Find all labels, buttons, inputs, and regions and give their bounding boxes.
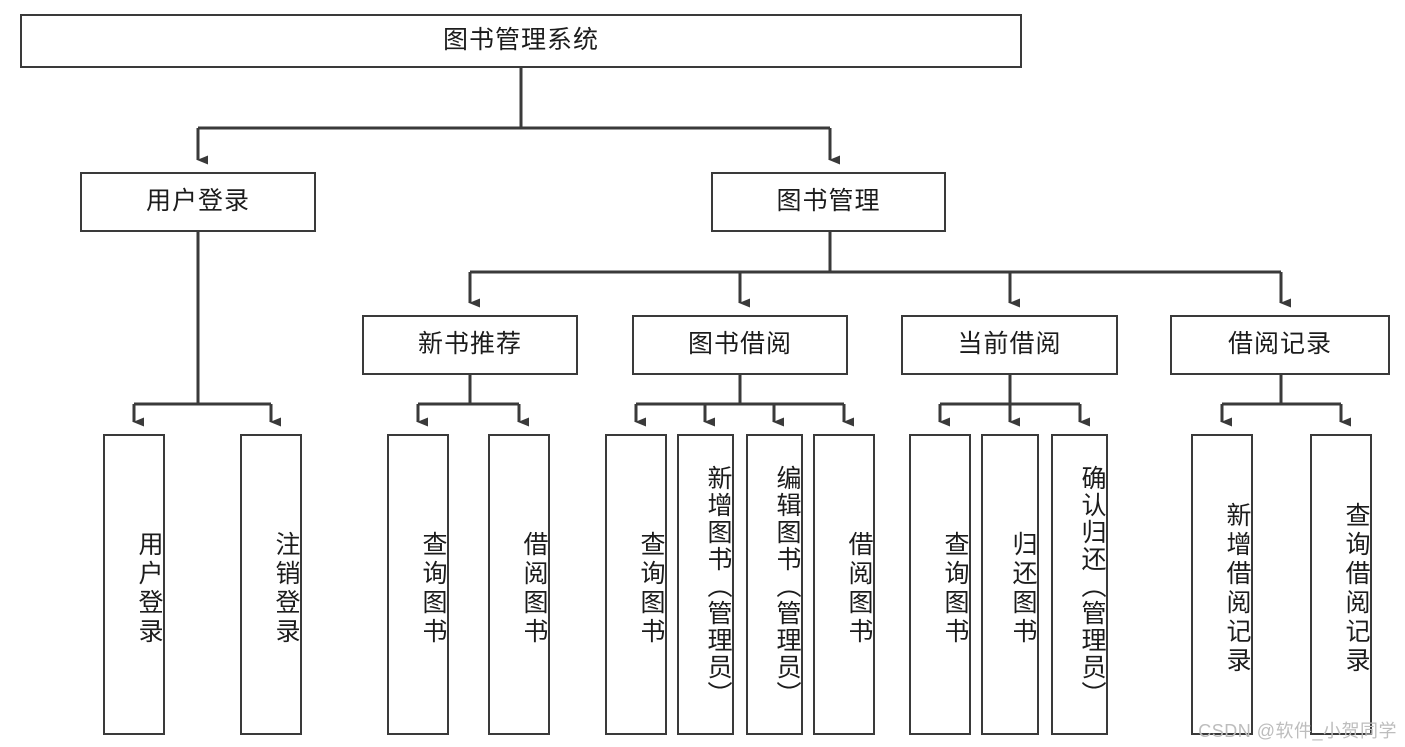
leaf-add-book-admin[interactable]: 新增图书（管理员） bbox=[677, 434, 734, 735]
node-label: 用户登录 bbox=[145, 187, 250, 216]
leaf-borrow-book-borrow[interactable]: 借阅图书 bbox=[813, 434, 875, 735]
node-current-borrow[interactable]: 当前借阅 bbox=[901, 315, 1118, 375]
node-label: 归还图书 bbox=[1009, 530, 1037, 647]
node-label: 借阅图书 bbox=[845, 530, 873, 647]
leaf-borrow-book-recommend[interactable]: 借阅图书 bbox=[488, 434, 550, 735]
node-user-login[interactable]: 用户登录 bbox=[80, 172, 316, 232]
node-book-manage[interactable]: 图书管理 bbox=[711, 172, 946, 232]
leaf-logout-login[interactable]: 注销登录 bbox=[240, 434, 302, 735]
node-label: 新增借阅记录 bbox=[1223, 501, 1251, 676]
node-new-book-recommend[interactable]: 新书推荐 bbox=[362, 315, 578, 375]
node-label: 查询图书 bbox=[419, 530, 447, 647]
node-label: 借阅记录 bbox=[1227, 330, 1332, 359]
leaf-user-login[interactable]: 用户登录 bbox=[103, 434, 165, 735]
leaf-query-book-current[interactable]: 查询图书 bbox=[909, 434, 971, 735]
leaf-query-book-borrow[interactable]: 查询图书 bbox=[605, 434, 667, 735]
leaf-confirm-return-admin[interactable]: 确认归还（管理员） bbox=[1051, 434, 1108, 735]
node-label: 图书管理系统 bbox=[442, 26, 599, 55]
leaf-edit-book-admin[interactable]: 编辑图书（管理员） bbox=[746, 434, 803, 735]
leaf-query-borrow-record[interactable]: 查询借阅记录 bbox=[1310, 434, 1372, 735]
node-label: 当前借阅 bbox=[957, 330, 1062, 359]
node-label: 注销登录 bbox=[272, 530, 300, 647]
csdn-watermark: CSDN @软件_小贺同学 bbox=[1198, 721, 1397, 741]
node-label: 确认归还（管理员） bbox=[1078, 465, 1106, 708]
node-label: 新书推荐 bbox=[417, 330, 522, 359]
node-label: 查询图书 bbox=[637, 530, 665, 647]
node-label: 编辑图书（管理员） bbox=[773, 465, 801, 708]
node-label: 查询借阅记录 bbox=[1342, 501, 1370, 676]
node-label: 查询图书 bbox=[941, 530, 969, 647]
node-label: 用户登录 bbox=[135, 530, 163, 647]
leaf-add-borrow-record[interactable]: 新增借阅记录 bbox=[1191, 434, 1253, 735]
node-borrow-record[interactable]: 借阅记录 bbox=[1170, 315, 1390, 375]
node-label: 借阅图书 bbox=[520, 530, 548, 647]
node-root-system[interactable]: 图书管理系统 bbox=[20, 14, 1022, 68]
node-label: 图书管理 bbox=[776, 187, 881, 216]
leaf-return-book[interactable]: 归还图书 bbox=[981, 434, 1039, 735]
leaf-query-book-recommend[interactable]: 查询图书 bbox=[387, 434, 449, 735]
node-label: 图书借阅 bbox=[687, 330, 792, 359]
node-book-borrow[interactable]: 图书借阅 bbox=[632, 315, 848, 375]
node-label: 新增图书（管理员） bbox=[704, 465, 732, 708]
